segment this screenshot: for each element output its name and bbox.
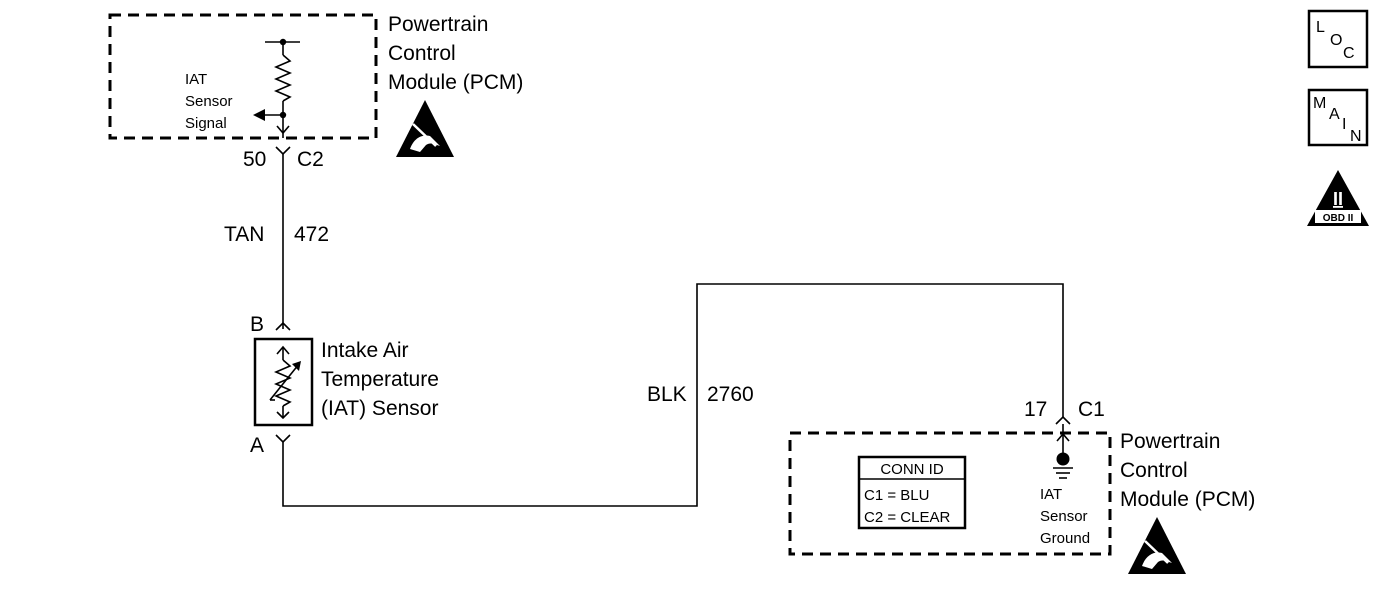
pcm-top-module: Powertrain Control Module (PCM) IAT Sens… [108, 13, 523, 157]
wire-ground-color: BLK [647, 383, 687, 406]
loc-letter-l: L [1316, 19, 1325, 36]
connector-c1: 17 C1 [1024, 398, 1105, 425]
wire-tan-472: TAN 472 [224, 154, 329, 329]
ground-icon [1053, 424, 1073, 479]
loc-letter-c: C [1343, 45, 1355, 62]
conn-id-row-c1: C1 = BLU [864, 487, 929, 504]
sensor-name-line1: Intake Air [321, 339, 409, 362]
wire-top-circuit: 472 [294, 223, 329, 246]
obd-label: OBD II [1323, 213, 1354, 224]
pcm-top-boundary [108, 13, 378, 140]
wire-ground-circuit: 2760 [707, 383, 754, 406]
pull-up-resistor-icon [253, 38, 300, 138]
thermistor-icon [269, 345, 301, 420]
sensor-body [253, 337, 314, 427]
sensor-name-line3: (IAT) Sensor [321, 397, 438, 420]
pcm-bottom-boundary [788, 431, 1112, 556]
pcm-bottom-ground-line3: Ground [1040, 530, 1090, 547]
pcm-top-pin: 50 [243, 148, 266, 171]
main-letter-i: I [1342, 116, 1346, 133]
sensor-name-line2: Temperature [321, 368, 439, 391]
pcm-bottom-module: Powertrain Control Module (PCM) CONN ID … [788, 424, 1255, 574]
sensor-terminal-a: A [250, 434, 264, 457]
main-letter-a: A [1329, 106, 1340, 123]
obd-ii-button[interactable]: II OBD II [1307, 170, 1369, 226]
pcm-top-signal-line1: IAT [185, 71, 207, 88]
main-button[interactable]: M A I N [1307, 88, 1369, 147]
pcm-top-title-line1: Powertrain [388, 13, 488, 36]
pcm-bottom-connector: C1 [1078, 398, 1105, 421]
pcm-bottom-title-line2: Control [1120, 459, 1188, 482]
pcm-top-connector: C2 [297, 148, 324, 171]
pcm-top-title-line3: Module (PCM) [388, 71, 523, 94]
pcm-top-signal-line2: Sensor [185, 93, 233, 110]
pcm-bottom-ground-line1: IAT [1040, 486, 1062, 503]
pcm-bottom-title-line1: Powertrain [1120, 430, 1220, 453]
pcm-top-title-line2: Control [388, 42, 456, 65]
conn-id-row-c2: C2 = CLEAR [864, 509, 950, 526]
pcm-top-signal-line3: Signal [185, 115, 227, 132]
wire-blk-2760: BLK 2760 [282, 283, 1064, 507]
obd-numeral: II [1333, 189, 1343, 209]
loc-button[interactable]: L O C [1307, 9, 1369, 69]
pcm-bottom-pin: 17 [1024, 398, 1047, 421]
main-letter-m: M [1313, 95, 1326, 112]
sensor-terminal-b: B [250, 313, 264, 336]
esd-sensitive-icon [396, 100, 454, 157]
pcm-bottom-title-line3: Module (PCM) [1120, 488, 1255, 511]
pcm-bottom-ground-line2: Sensor [1040, 508, 1088, 525]
conn-id-header: CONN ID [880, 461, 944, 478]
connector-c2: 50 C2 [243, 146, 324, 171]
loc-letter-o: O [1330, 32, 1342, 49]
main-letter-n: N [1350, 128, 1362, 145]
conn-id-box: CONN ID C1 = BLU C2 = CLEAR [857, 455, 967, 530]
esd-sensitive-icon [1128, 517, 1186, 574]
wire-top-color: TAN [224, 223, 264, 246]
iat-sensor: B A Intake Air Temperature (IAT) Sensor [250, 313, 439, 457]
